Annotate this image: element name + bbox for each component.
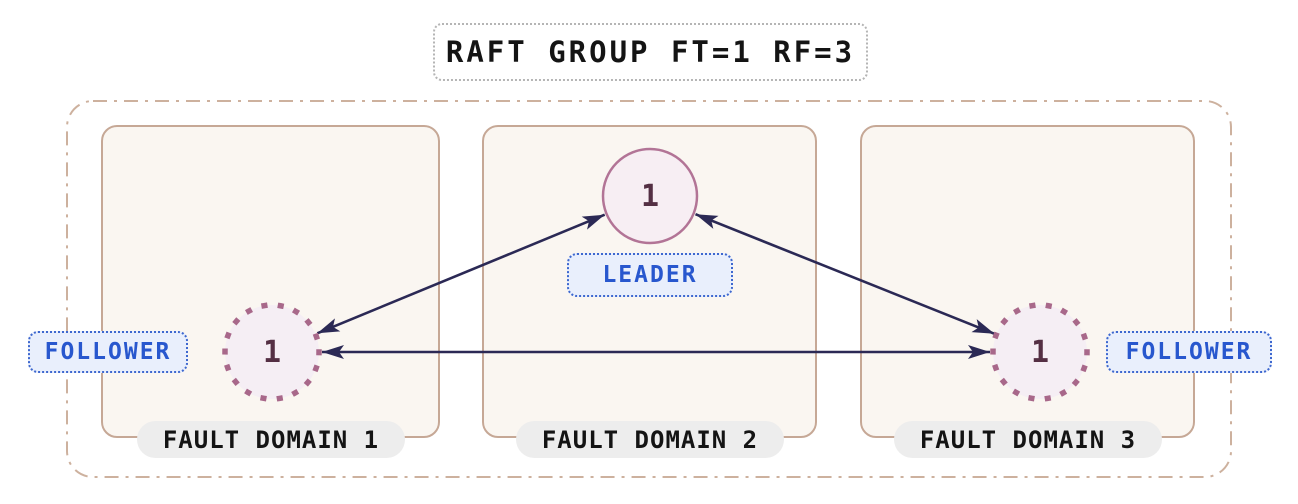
edge-leader-follower3	[695, 212, 995, 336]
follower3-role-badge: FOLLOWER	[1106, 331, 1272, 373]
edge-leader-follower1	[316, 213, 606, 335]
fault-domain-1-label: FAULT DOMAIN 1	[137, 421, 405, 458]
follower1-node-value: 1	[262, 334, 282, 370]
fault-domain-2-label: FAULT DOMAIN 2	[516, 421, 784, 458]
leader-node-value: 1	[640, 178, 660, 214]
fault-domain-3-label: FAULT DOMAIN 3	[894, 421, 1162, 458]
raft-group-title-box: RAFT GROUP FT=1 RF=3	[433, 23, 868, 81]
follower1-role-badge: FOLLOWER	[28, 331, 188, 373]
follower3-node-circle	[990, 302, 1090, 402]
leader-node-circle	[601, 147, 699, 245]
leader-role-badge: LEADER	[567, 253, 733, 297]
raft-group-title: RAFT GROUP FT=1 RF=3	[445, 35, 856, 69]
follower1-node-circle	[222, 302, 322, 402]
raft-group-boundary	[66, 100, 1232, 478]
follower3-node-value: 1	[1030, 334, 1050, 370]
